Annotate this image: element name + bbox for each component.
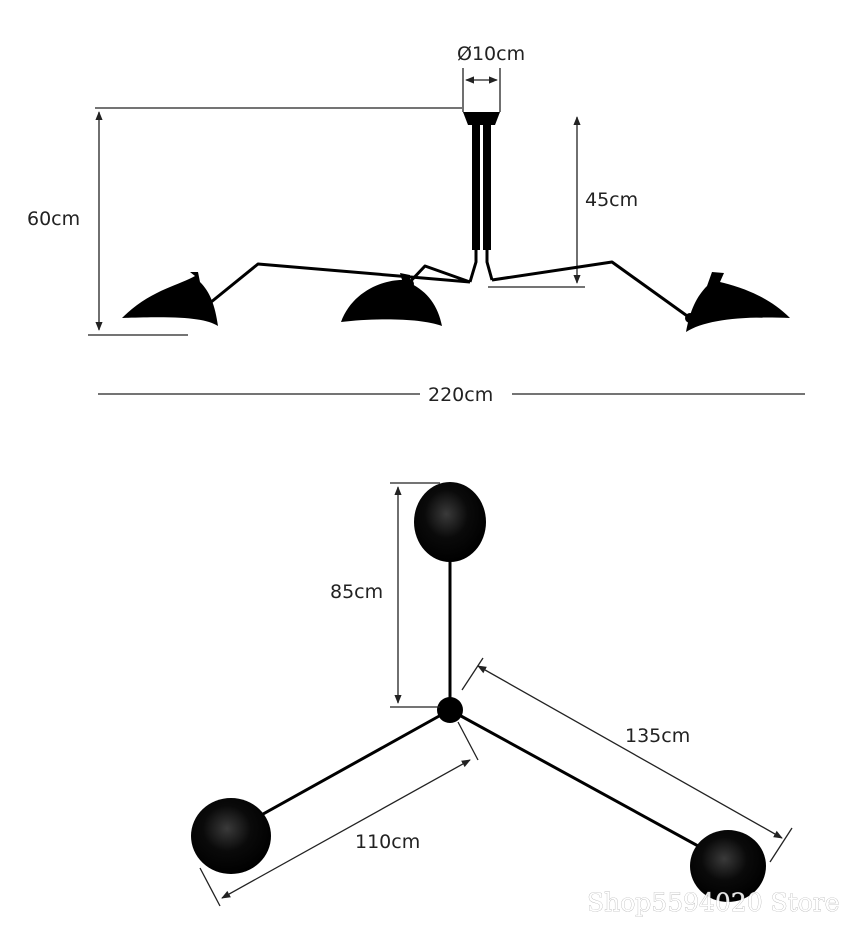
- arm2-dimension: 135cm: [461, 657, 793, 863]
- arm1-label: 85cm: [330, 581, 383, 603]
- top-view: 85cm 135cm 110cm: [191, 482, 793, 907]
- diameter-dimension: Ø10cm: [457, 43, 525, 112]
- ceiling-canopy: [463, 112, 500, 283]
- center-hub: [437, 697, 463, 723]
- side-view: Ø10cm 60cm 45cm: [27, 43, 805, 406]
- width-dimension: 220cm: [98, 384, 805, 406]
- arm3-dimension: 110cm: [199, 721, 479, 907]
- drop-dimension: 45cm: [488, 116, 638, 288]
- lamp-shade-left: [122, 272, 218, 326]
- lamp-shade-bottom-left: [191, 798, 271, 874]
- width-label: 220cm: [428, 384, 493, 406]
- arm3-label: 110cm: [355, 831, 420, 853]
- drop-label: 45cm: [585, 189, 638, 211]
- lamp-shade-bottom-right: [690, 830, 766, 902]
- height-label: 60cm: [27, 208, 80, 230]
- lamp-shade-top: [414, 482, 486, 562]
- lamp-arms: [204, 260, 691, 320]
- store-watermark: Shop5594020 Store: [587, 888, 840, 917]
- arm2-label: 135cm: [625, 725, 690, 747]
- top-view-arms: [237, 555, 721, 860]
- arm1-dimension: 85cm: [330, 482, 440, 708]
- lamp-shade-center: [341, 273, 442, 326]
- lamp-shade-right: [685, 272, 790, 332]
- diameter-label: Ø10cm: [457, 43, 525, 65]
- height-dimension: 60cm: [27, 107, 462, 336]
